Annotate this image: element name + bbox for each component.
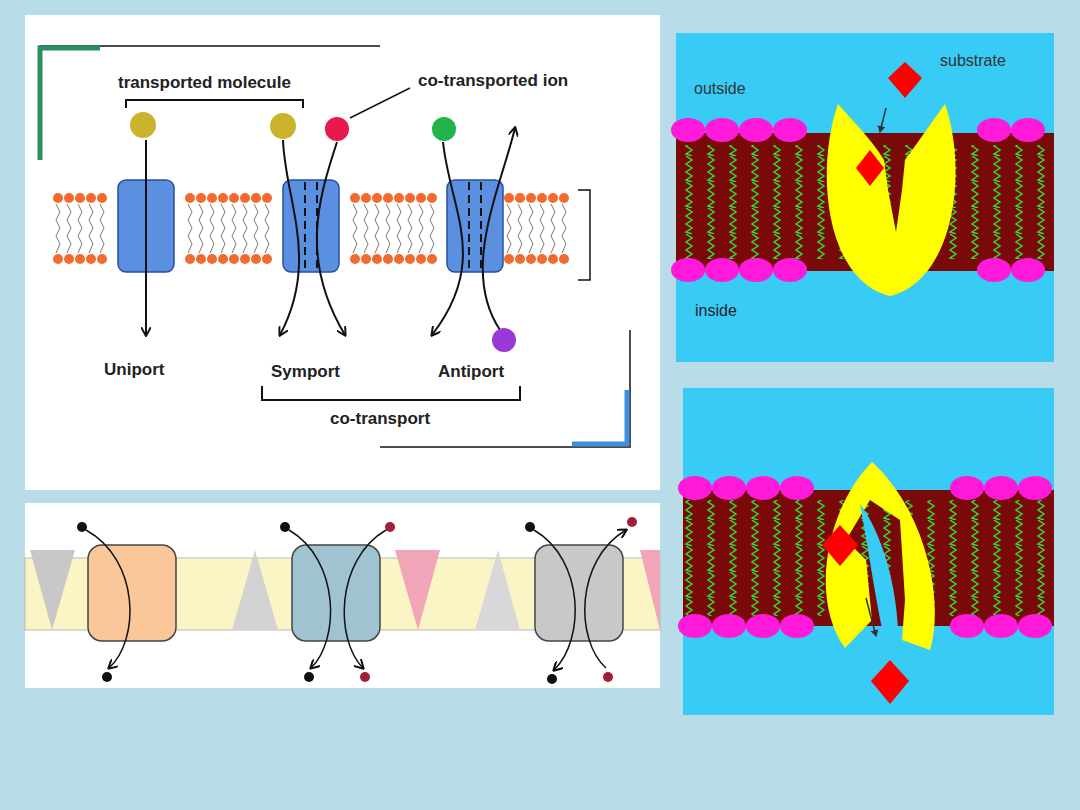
bracket-label: transported molecule [118,73,291,93]
bracket-label: co-transport [330,409,430,429]
transport-type: Antiport [438,362,504,382]
callout-label: substrate [940,52,1006,70]
transport-type: Uniport [104,360,164,380]
callout-label: co-transported ion [418,71,568,91]
region-label: inside [695,302,737,320]
panel [25,15,660,490]
region-label: outside [694,80,746,98]
transport-type: Symport [271,362,340,382]
